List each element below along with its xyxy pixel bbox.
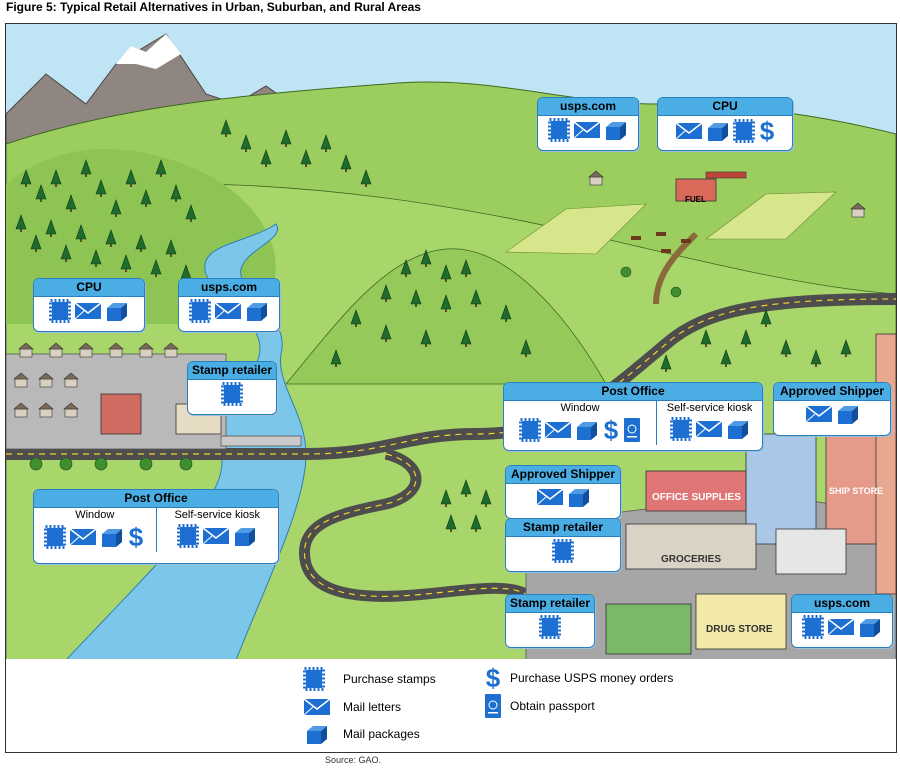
svg-text:$: $ — [129, 524, 144, 550]
legend-item-passport: Obtain passport — [484, 693, 595, 719]
legend-label: Mail packages — [343, 727, 420, 741]
box-title: usps.com — [179, 279, 279, 297]
stamp-icon — [177, 524, 200, 548]
package-icon — [727, 421, 748, 439]
legend-item-packages: Mail packages — [305, 723, 420, 745]
suburban-stamp-retailer-box: Stamp retailer — [187, 361, 277, 415]
passport-icon — [485, 694, 501, 718]
window-label: Window — [75, 509, 115, 521]
legend: Purchase stamps Mail letters Mail packag… — [5, 659, 897, 753]
legend-label: Obtain passport — [510, 699, 595, 713]
stamp-icon — [44, 525, 67, 549]
suburban-usps-box: usps.com — [178, 278, 280, 332]
urban-post-office-box: Post Office Window $ Self-service kiosk — [503, 382, 763, 451]
box-title: Post Office — [504, 383, 762, 401]
envelope-icon — [675, 122, 702, 140]
passport-icon — [624, 418, 641, 442]
source-note: Source: GAO. — [325, 755, 382, 765]
urban-approved-shipper-box: Approved Shipper — [505, 465, 621, 519]
envelope-icon — [202, 527, 230, 545]
envelope-icon — [573, 121, 601, 139]
dollar-icon: $ — [604, 417, 619, 443]
fuel-sign: FUEL — [685, 195, 706, 204]
box-title: Stamp retailer — [506, 595, 594, 613]
legend-item-stamps: Purchase stamps — [303, 667, 436, 691]
box-title: Stamp retailer — [188, 362, 276, 380]
box-title: Approved Shipper — [774, 383, 890, 401]
kiosk-label: Self-service kiosk — [174, 509, 261, 521]
dollar-icon: $ — [486, 665, 501, 691]
package-icon — [837, 406, 858, 424]
package-icon — [568, 489, 589, 507]
package-icon — [307, 726, 327, 744]
ship-store-sign: SHIP STORE — [829, 486, 884, 496]
window-label: Window — [560, 402, 600, 414]
stamp-icon — [732, 119, 755, 143]
urban-usps-box: usps.com — [791, 594, 893, 648]
envelope-icon — [805, 405, 832, 423]
envelope-icon — [544, 421, 572, 439]
svg-text:$: $ — [604, 417, 619, 443]
legend-label: Purchase USPS money orders — [510, 671, 674, 685]
stamp-icon — [303, 667, 325, 691]
groceries-sign: GROCERIES — [661, 554, 722, 565]
envelope-icon — [695, 420, 723, 438]
legend-item-money-orders: $ Purchase USPS money orders — [484, 665, 674, 691]
box-title: Post Office — [34, 490, 278, 508]
suburban-cpu-box: CPU — [33, 278, 145, 332]
legend-label: Purchase stamps — [343, 672, 436, 686]
drug-store-sign: DRUG STORE — [706, 624, 773, 635]
box-title: Stamp retailer — [506, 519, 620, 537]
illustration-frame: FUEL OFFICE SUPPLIES GROCERIES DRUG STOR… — [5, 23, 897, 661]
box-title: usps.com — [792, 595, 892, 613]
package-icon — [235, 528, 256, 546]
stamp-icon — [669, 417, 692, 441]
envelope-icon — [303, 698, 331, 716]
dollar-icon: $ — [759, 118, 774, 144]
urban-stamp-retailer-box: Stamp retailer — [505, 594, 595, 648]
package-icon — [102, 529, 123, 547]
kiosk-label: Self-service kiosk — [666, 402, 753, 414]
dollar-icon: $ — [129, 524, 144, 550]
package-icon — [577, 422, 598, 440]
box-title: CPU — [658, 98, 792, 116]
stamp-icon — [802, 615, 824, 639]
envelope-icon — [74, 302, 102, 320]
stamp-icon — [519, 418, 542, 442]
suburban-post-office-box: Post Office Window $ Self-service kiosk — [33, 489, 279, 564]
rural-usps-box: usps.com — [537, 97, 639, 151]
stamp-icon — [189, 299, 211, 323]
svg-text:$: $ — [759, 118, 774, 144]
box-title: CPU — [34, 279, 144, 297]
office-supplies-sign: OFFICE SUPPLIES — [652, 492, 741, 503]
figure-title: Figure 5: Typical Retail Alternatives in… — [6, 0, 421, 14]
envelope-icon — [536, 488, 563, 506]
stamp-icon — [548, 118, 570, 142]
envelope-icon — [827, 618, 855, 636]
package-icon — [860, 619, 880, 637]
box-title: usps.com — [538, 98, 638, 116]
box-title: Approved Shipper — [506, 466, 620, 484]
stamp-icon — [49, 299, 71, 323]
legend-label: Mail letters — [343, 700, 402, 714]
envelope-icon — [214, 302, 242, 320]
package-icon — [247, 303, 267, 321]
stamp-icon — [539, 615, 561, 639]
package-icon — [707, 123, 728, 141]
urban-approved-shipper-box: Approved Shipper — [773, 382, 891, 436]
urban-stamp-retailer-box: Stamp retailer — [505, 518, 621, 572]
svg-text:$: $ — [486, 665, 501, 691]
legend-item-letters: Mail letters — [303, 697, 401, 717]
package-icon — [606, 122, 626, 140]
rural-cpu-box: CPU $ — [657, 97, 793, 151]
package-icon — [107, 303, 127, 321]
envelope-icon — [69, 528, 97, 546]
stamp-icon — [221, 382, 243, 406]
stamp-icon — [552, 539, 574, 563]
